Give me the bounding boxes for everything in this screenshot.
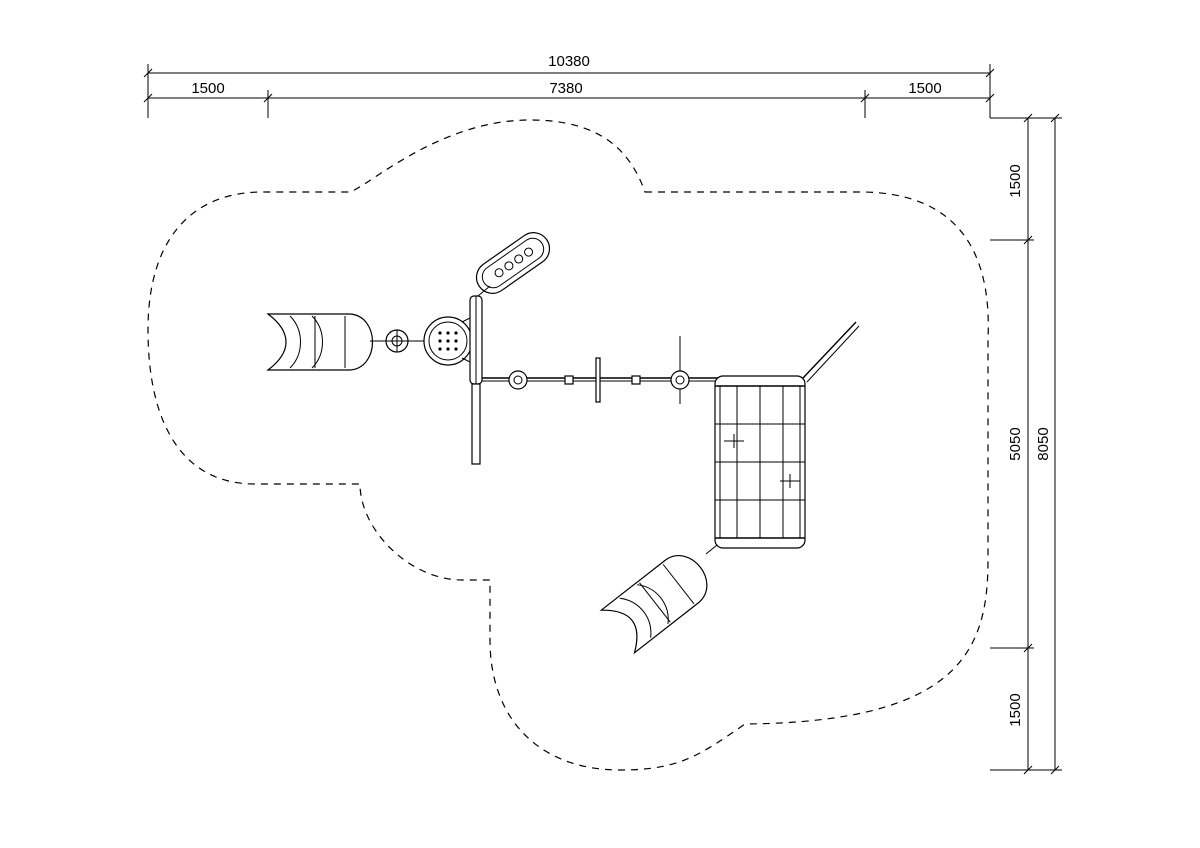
dim-inner-height: 5050 [1007,427,1024,460]
vertical-dimensions: 1500 5050 8050 1500 [990,113,1062,775]
net-climbing-frame [714,375,806,549]
safety-zone-outline [147,119,989,771]
dim-left-margin: 1500 [191,80,224,97]
diagonal-handrail [802,321,860,383]
dim-top-margin: 1500 [1007,164,1024,197]
dim-overall-width: 10380 [548,53,590,70]
tower-post [461,295,483,465]
dim-inner-width: 7380 [549,80,582,97]
bridge-beam [482,336,718,404]
left-connector-disc [385,329,424,353]
panel-support [477,285,491,297]
climbing-panel [475,232,551,294]
dim-overall-height: 8050 [1035,427,1052,460]
horizontal-dimensions: 10380 1500 7380 1500 [143,53,995,118]
tower-platform [423,316,473,366]
dim-right-margin: 1500 [908,80,941,97]
lower-slide [599,555,708,655]
dim-bottom-margin: 1500 [1007,693,1024,726]
left-slide [266,313,386,371]
lower-slide-connector [705,544,718,555]
